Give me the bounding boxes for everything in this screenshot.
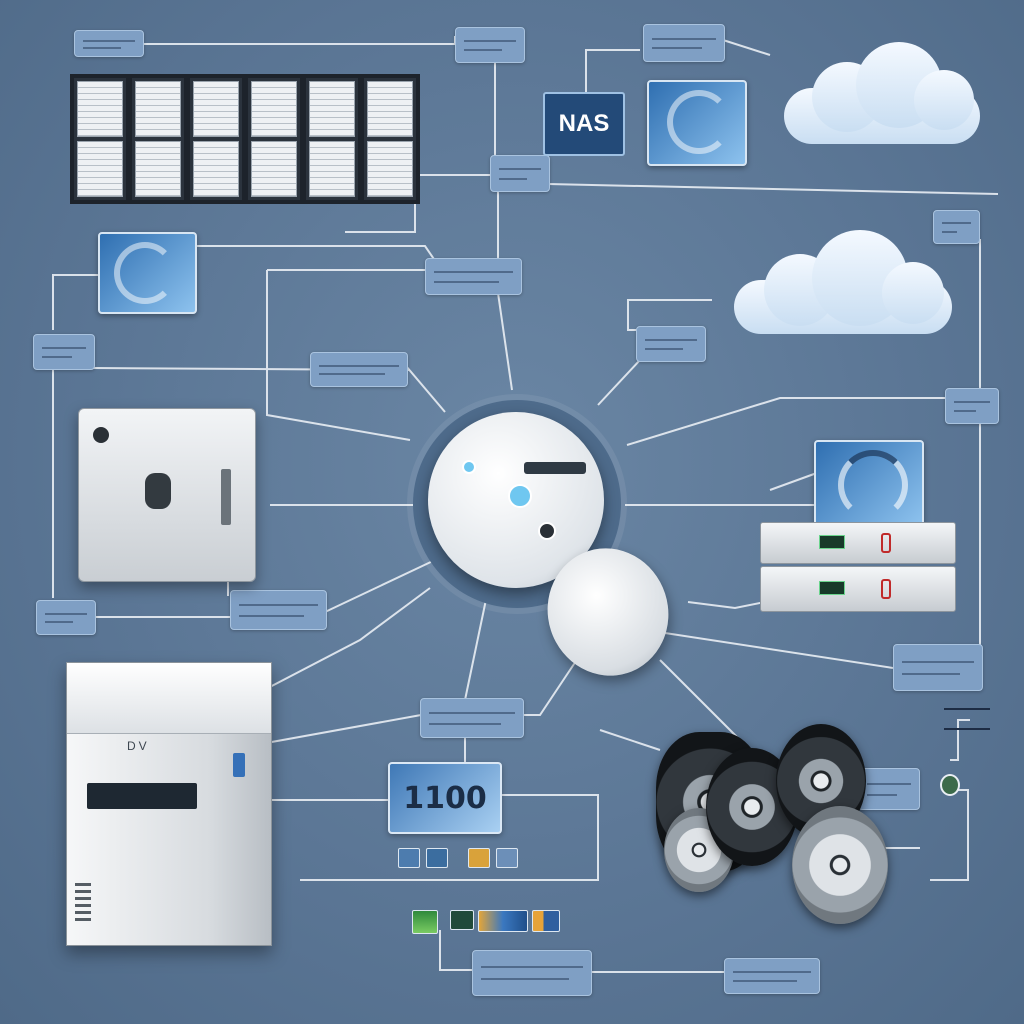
storage-tile-top-right [647, 80, 747, 166]
label-box-lower-left [36, 600, 96, 635]
rack-unit [364, 78, 416, 200]
label-box-left-mid [33, 334, 95, 370]
hub-cable-connector-icon [538, 522, 556, 540]
label-box-bottom-right [724, 958, 820, 994]
rack-unit [248, 78, 300, 200]
label-box-top-center [455, 27, 525, 63]
server-unit-bottom [760, 566, 956, 612]
palette-icon [478, 910, 528, 932]
storage-cabinet [78, 408, 256, 582]
monitor-tile-right [814, 440, 924, 526]
label-box-right-lower [893, 644, 983, 691]
rack-unit [306, 78, 358, 200]
rack-unit [74, 78, 126, 200]
label-box-center-top [425, 258, 522, 295]
green-triangle-icon [412, 910, 438, 934]
hard-disk-5 [792, 806, 888, 924]
hub-port-icon [462, 460, 476, 474]
label-box-center-bottom [420, 698, 524, 738]
monitor-icon [450, 910, 474, 930]
cabinet-knob [93, 427, 109, 443]
hub-display [524, 462, 586, 474]
label-box-cabinet [230, 590, 327, 630]
nas-label: NAS [558, 110, 610, 137]
server-unit-top [760, 522, 956, 564]
folder-icon [398, 848, 420, 868]
label-box-top-left [74, 30, 144, 57]
label-box-center-left [310, 352, 408, 387]
cabinet-handle [145, 473, 171, 509]
label-box-top-right [643, 24, 725, 62]
cloud-icon-mid [734, 228, 952, 334]
nas-badge: NAS [543, 92, 625, 156]
server-rack-panel [70, 74, 420, 204]
tower-display [87, 783, 197, 809]
label-box-rack [490, 155, 550, 192]
label-box-right-mid [636, 326, 706, 362]
hub-indicator-icon [508, 484, 532, 508]
media-icon [496, 848, 518, 868]
cloud-icon-top [784, 40, 980, 144]
tower-label: DV [127, 739, 150, 753]
network-node-icon [940, 774, 960, 796]
storage-tile-left [98, 232, 197, 314]
tower-vent-icon [75, 883, 91, 923]
label-box-far-right [945, 388, 999, 424]
cabinet-slot [221, 469, 231, 525]
tower-port-icon [233, 753, 245, 777]
label-box-bottom-left [472, 950, 592, 996]
counter-tile: 1100 [388, 762, 502, 834]
tower-server: DV [66, 662, 272, 946]
label-box-cloud-right [933, 210, 980, 244]
chart-icon [426, 848, 448, 868]
counter-label: 1100 [403, 780, 487, 816]
rack-unit [132, 78, 184, 200]
image-icon [468, 848, 490, 868]
label-box-disks [858, 768, 920, 810]
rack-unit [190, 78, 242, 200]
glasses-icon [944, 708, 990, 730]
document-icon [532, 910, 560, 932]
tower-top-panel [67, 663, 271, 734]
